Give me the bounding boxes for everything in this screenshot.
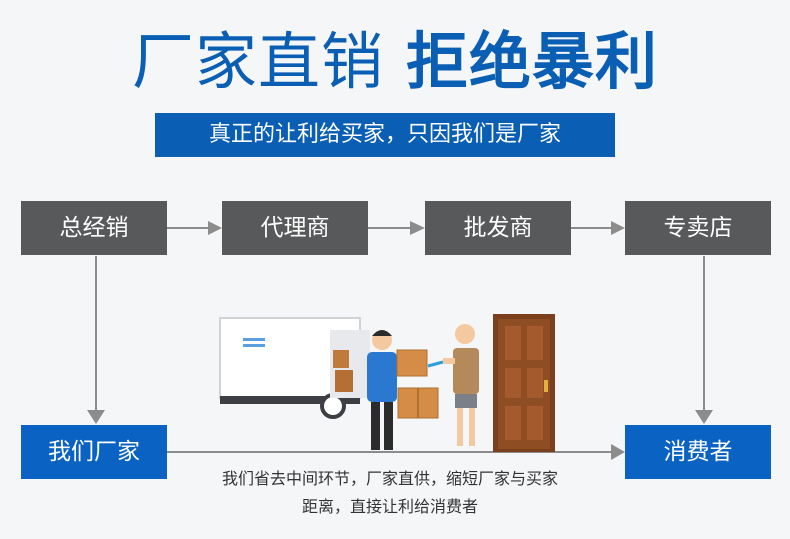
main-title: 厂家直销拒绝暴利 (0, 22, 790, 102)
delivery-illustration (219, 314, 555, 452)
chain-step-wholesaler: 批发商 (425, 201, 571, 255)
handoff-arrow-icon (427, 360, 444, 368)
arrowhead-1 (208, 221, 222, 235)
arrowhead-2 (410, 221, 425, 235)
chain-step-store: 专卖店 (625, 201, 771, 255)
subtitle-banner: 真正的让利给买家，只因我们是厂家 (155, 113, 615, 157)
chain-step-distributor: 总经销 (21, 201, 167, 255)
customer-person-icon (443, 324, 479, 446)
arrowhead-left-down (87, 410, 105, 424)
note-line-2: 距离，直接让利给消费者 (301, 497, 478, 516)
note-line-1: 我们省去中间环节，厂家直供，缩短厂家与买家 (221, 469, 558, 488)
parcel-boxes-icon (396, 349, 439, 419)
arrowhead-3 (611, 221, 625, 235)
title-part-2: 拒绝暴利 (406, 25, 659, 98)
factory-box: 我们厂家 (21, 425, 167, 479)
arrowhead-right-down (695, 410, 713, 424)
arrowhead-direct (611, 444, 625, 460)
title-part-1: 厂家直销 (131, 25, 384, 98)
consumer-box: 消费者 (625, 425, 771, 479)
description-note: 我们省去中间环节，厂家直供，缩短厂家与买家 距离，直接让利给消费者 (170, 465, 610, 521)
truck-icon (219, 317, 370, 419)
door-icon (493, 314, 555, 452)
chain-step-agent: 代理商 (222, 201, 368, 255)
